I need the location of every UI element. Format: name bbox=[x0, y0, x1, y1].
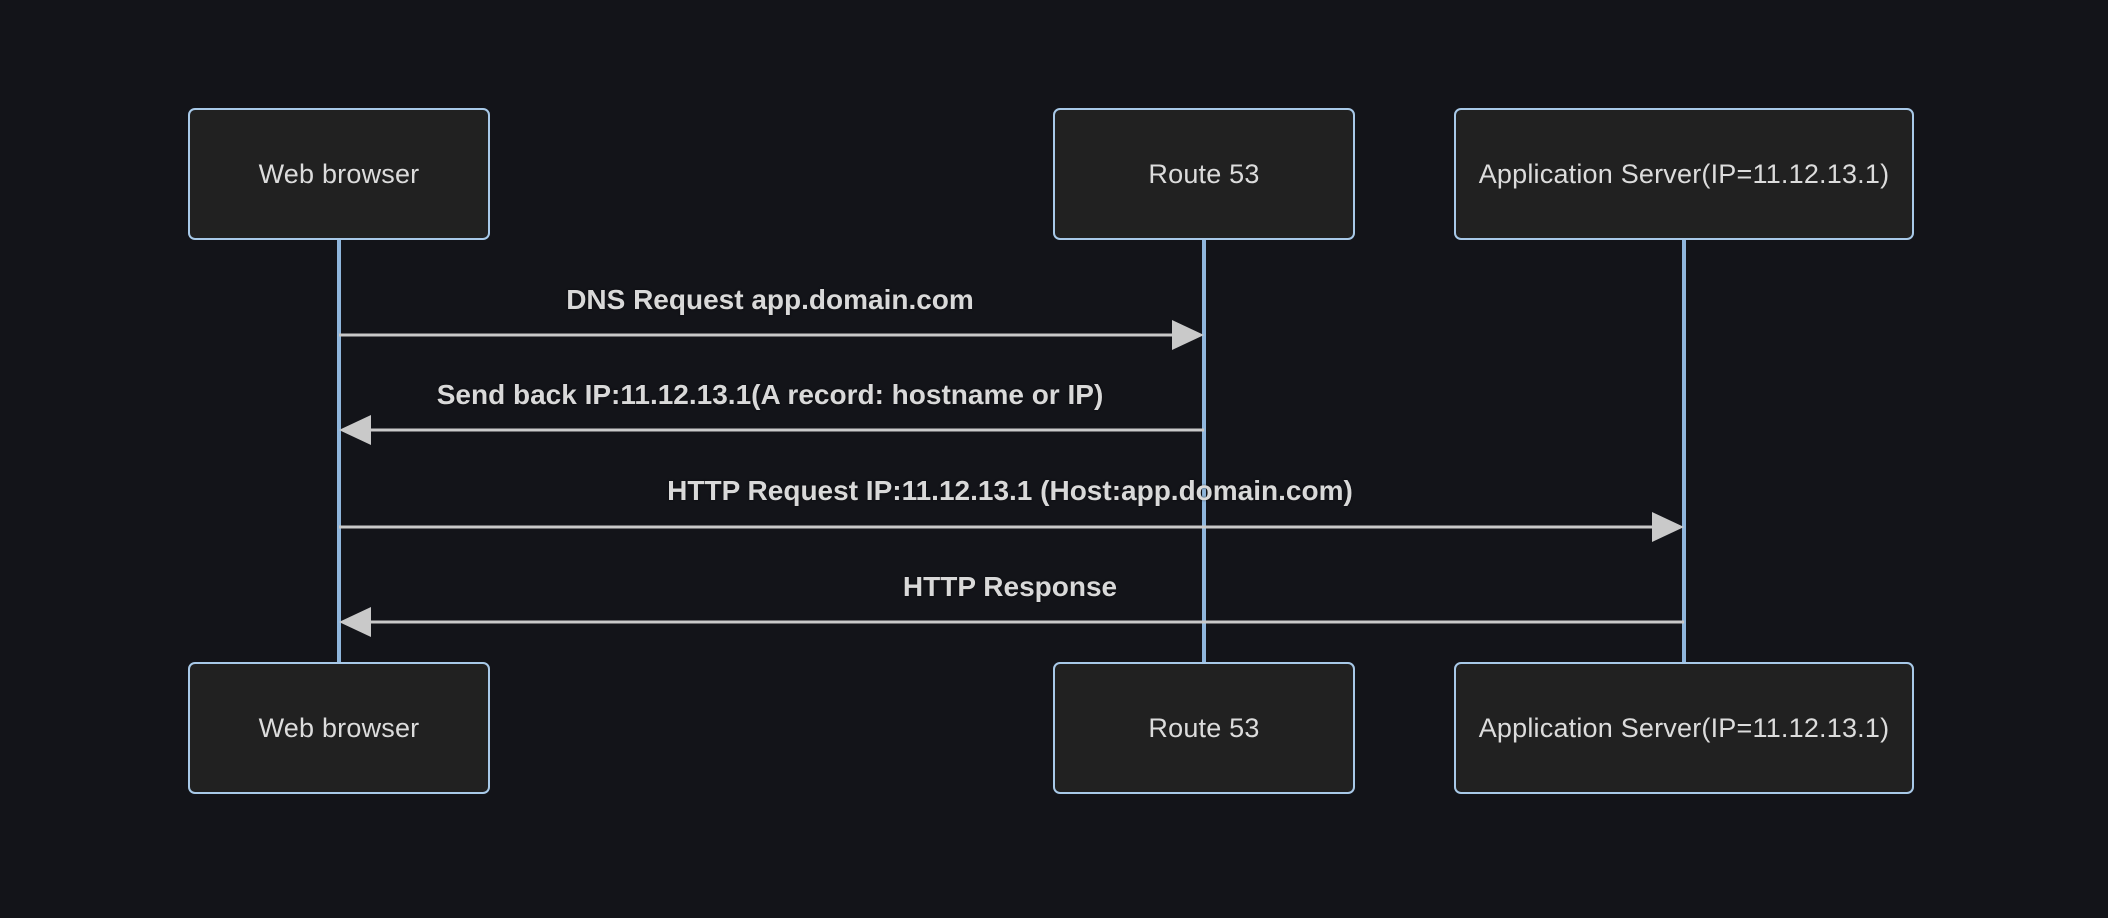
participant-box-browser-top[interactable]: Web browser bbox=[188, 108, 490, 240]
participant-label-route53-top: Route 53 bbox=[1148, 158, 1260, 189]
participant-box-appserver-bottom[interactable]: Application Server(IP=11.12.13.1) bbox=[1454, 662, 1914, 794]
participant-label-browser-bottom: Web browser bbox=[258, 712, 420, 743]
participant-box-appserver-top[interactable]: Application Server(IP=11.12.13.1) bbox=[1454, 108, 1914, 240]
message-arrow-1 bbox=[339, 320, 1204, 350]
message-label-http-request: HTTP Request IP:11.12.13.1 (Host:app.dom… bbox=[667, 475, 1353, 506]
message-arrow-3 bbox=[339, 512, 1684, 542]
message-arrow-2 bbox=[339, 415, 1204, 445]
message-label-http-response: HTTP Response bbox=[902, 571, 1118, 602]
participant-box-route53-top[interactable]: Route 53 bbox=[1053, 108, 1355, 240]
participant-label-route53-bottom: Route 53 bbox=[1148, 712, 1260, 743]
message-arrow-4 bbox=[339, 607, 1684, 637]
participant-label-appserver-top: Application Server(IP=11.12.13.1) bbox=[1478, 158, 1890, 189]
message-label-send-back-ip: Send back IP:11.12.13.1(A record: hostna… bbox=[436, 379, 1104, 410]
participant-box-browser-bottom[interactable]: Web browser bbox=[188, 662, 490, 794]
message-label-dns-request: DNS Request app.domain.com bbox=[566, 284, 974, 315]
participant-label-browser-top: Web browser bbox=[258, 158, 420, 189]
participant-box-route53-bottom[interactable]: Route 53 bbox=[1053, 662, 1355, 794]
participant-label-appserver-bottom: Application Server(IP=11.12.13.1) bbox=[1478, 712, 1890, 743]
